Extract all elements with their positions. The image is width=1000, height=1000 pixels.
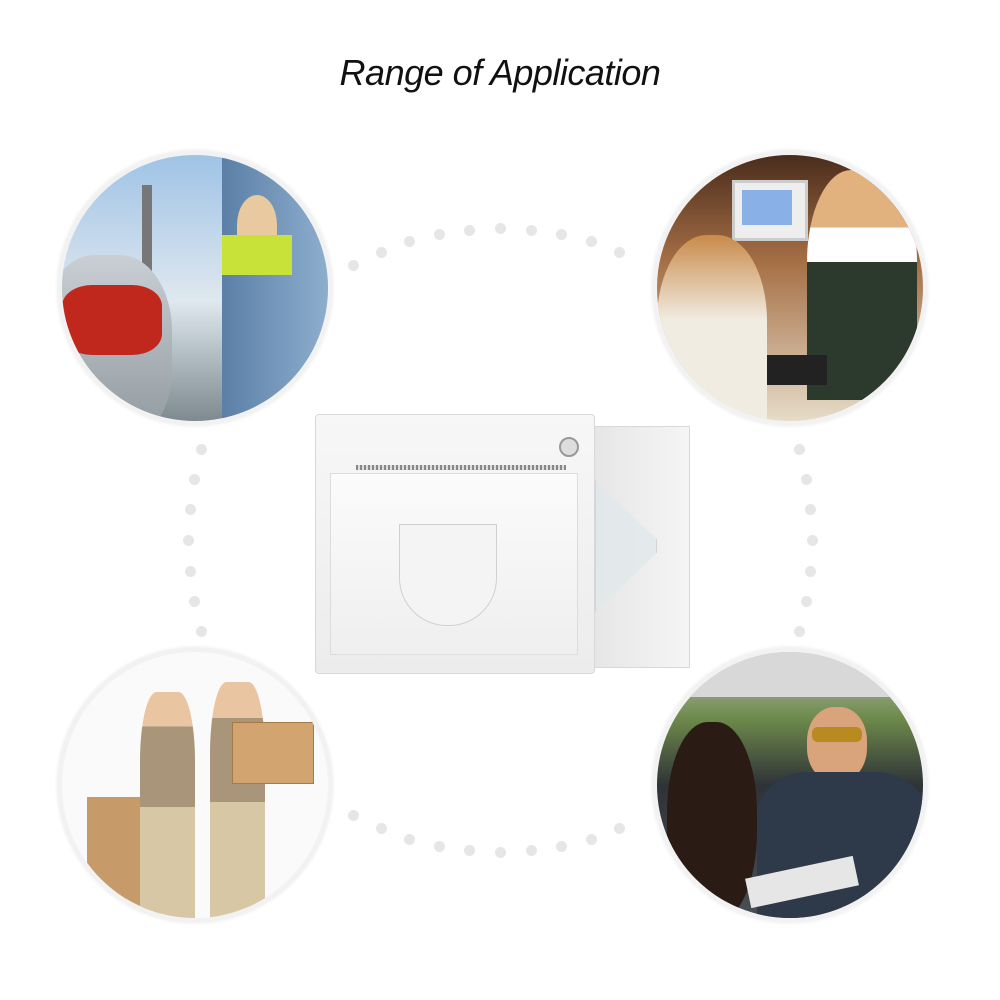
ring-dot	[434, 228, 446, 240]
ring-dot	[464, 845, 476, 857]
ring-dot	[184, 565, 196, 577]
ring-dot	[188, 474, 200, 486]
paper-slot	[356, 465, 566, 470]
ring-dot	[375, 246, 387, 258]
ring-dot	[525, 224, 537, 236]
ring-dot	[805, 504, 817, 516]
ring-dot	[805, 565, 817, 577]
printer-front	[315, 414, 595, 674]
ring-dot	[555, 841, 567, 852]
feed-button-icon	[559, 437, 579, 457]
delivery-workers-photo	[58, 648, 332, 922]
ring-dot	[585, 833, 597, 845]
ring-dot	[404, 236, 416, 248]
thermal-printer-image	[312, 410, 692, 675]
ring-dot	[801, 474, 812, 486]
ring-dot	[196, 444, 208, 456]
ring-dot	[184, 504, 196, 516]
retail-checkout-photo	[653, 151, 927, 425]
ring-dot	[495, 847, 506, 858]
traffic-police-photo	[653, 648, 927, 922]
ring-dot	[347, 810, 359, 822]
ring-dot	[375, 823, 387, 835]
ring-dot	[555, 228, 567, 240]
ring-dot	[188, 595, 200, 607]
page-title: Range of Application	[339, 52, 661, 93]
ring-dot	[793, 625, 805, 637]
ring-dot	[347, 259, 359, 271]
ring-dot	[614, 823, 626, 835]
toll-booth-photo	[58, 151, 332, 425]
ring-dot	[495, 223, 506, 234]
ring-dot	[525, 845, 537, 857]
ring-dot	[464, 224, 476, 236]
paper-door	[330, 473, 578, 655]
ring-dot	[196, 625, 208, 637]
ring-dot	[404, 833, 416, 845]
ring-dot	[793, 444, 805, 456]
door-latch	[399, 524, 497, 626]
ring-dot	[801, 595, 812, 607]
ring-dot	[183, 535, 194, 546]
ring-dot	[614, 246, 626, 258]
ring-dot	[585, 236, 597, 248]
ring-dot	[807, 535, 818, 546]
ring-dot	[434, 841, 446, 852]
